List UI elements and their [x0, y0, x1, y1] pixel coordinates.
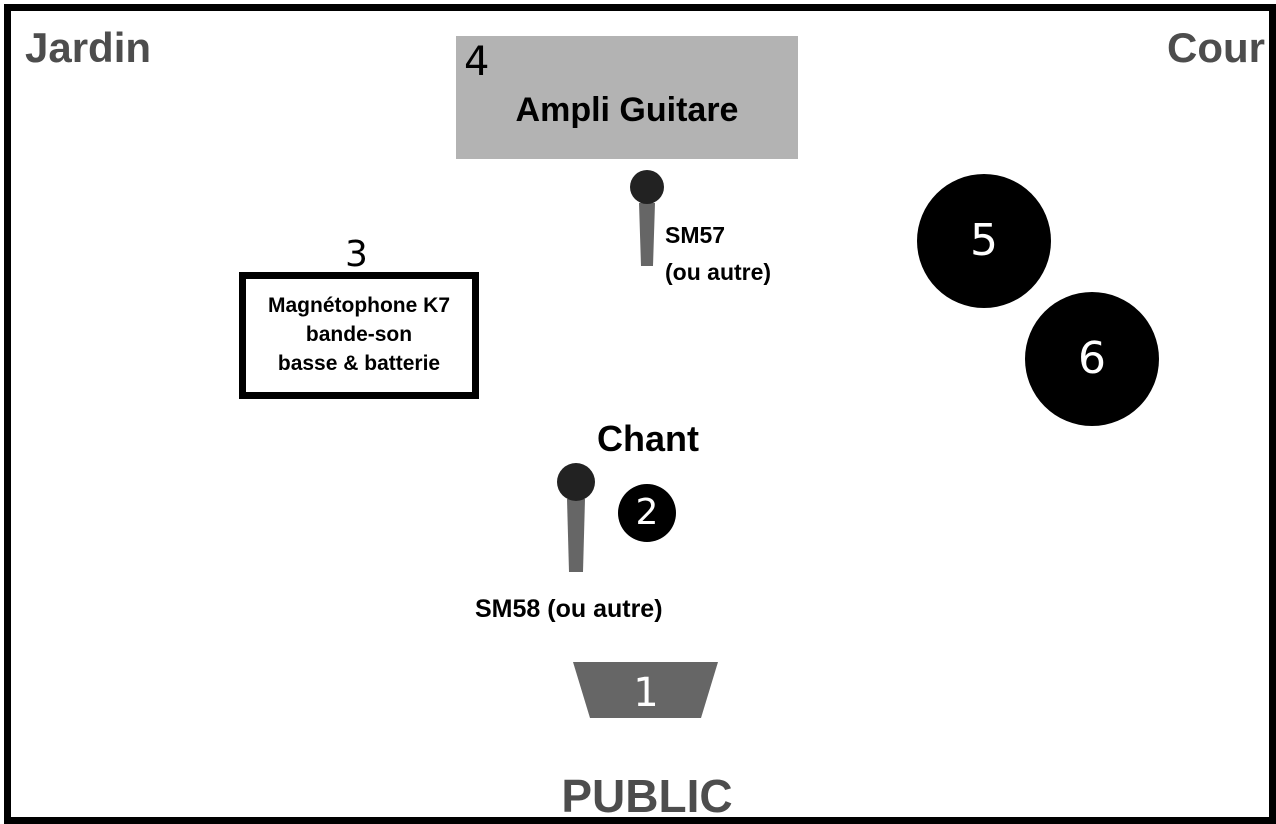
- wedge-monitor-icon: 1: [573, 662, 718, 718]
- tape-player-number: 3: [345, 234, 368, 275]
- tape-player-line: basse & batterie: [277, 352, 441, 375]
- tape-player-box: Magnétophone K7 bande-son basse & batter…: [239, 272, 479, 399]
- vocal-microphone-icon: [557, 463, 595, 572]
- tape-player-line: Magnétophone K7: [268, 294, 450, 317]
- vocal-number-badge: 2: [618, 484, 676, 542]
- stage-plan: Jardin Cour 4 Ampli Guitare SM57 (ou aut…: [4, 4, 1276, 824]
- monitor-5: 5: [917, 174, 1051, 308]
- guitar-amp: 4 Ampli Guitare: [456, 36, 798, 159]
- guitar-amp-number: 4: [464, 39, 490, 85]
- guitar-mic-note: (ou autre): [665, 259, 772, 285]
- guitar-amp-label: Ampli Guitare: [515, 91, 739, 129]
- guitar-microphone-icon: [630, 170, 664, 266]
- guitar-mic-label: SM57: [665, 222, 726, 248]
- stage-left-label: Jardin: [25, 24, 152, 71]
- vocal-mic-label: SM58 (ou autre): [475, 595, 663, 623]
- wedge-monitor-number: 1: [633, 670, 658, 716]
- vocal-title: Chant: [597, 418, 699, 459]
- tape-player-line: bande-son: [305, 323, 413, 346]
- audience-label: PUBLIC: [561, 770, 733, 822]
- stage-right-label: Cour: [1167, 24, 1265, 71]
- monitor-6: 6: [1025, 292, 1159, 426]
